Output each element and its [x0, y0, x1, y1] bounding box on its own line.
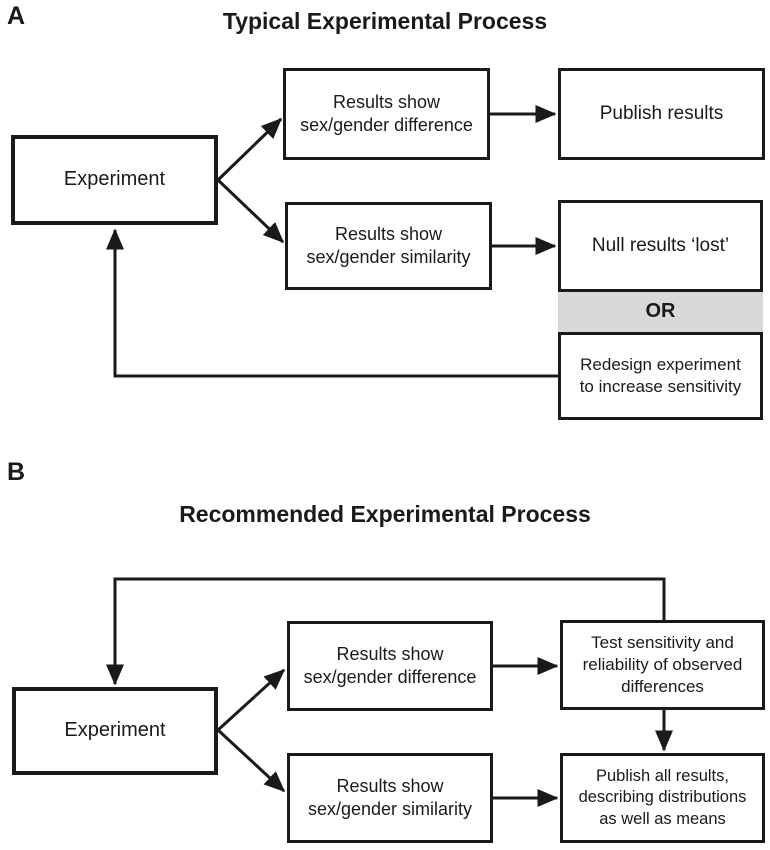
node-a-results-similarity: Results show sex/gender similarity — [285, 202, 492, 290]
node-a-results-difference: Results show sex/gender difference — [283, 68, 490, 160]
panel-a-title: Typical Experimental Process — [222, 8, 548, 34]
arrow-a-experiment-to-similarity — [216, 178, 285, 244]
node-a-redesign-experiment: Redesign experiment to increase sensitiv… — [558, 332, 763, 420]
panel-a-label: A — [7, 2, 26, 30]
arrow-a-experiment-to-difference — [216, 117, 283, 182]
or-separator-bar: OR — [558, 292, 763, 332]
node-a-publish-results: Publish results — [558, 68, 765, 160]
node-b-experiment: Experiment — [12, 687, 218, 775]
node-b-test-sensitivity: Test sensitivity and reliability of obse… — [560, 620, 765, 710]
arrow-b-experiment-to-similarity — [216, 728, 286, 793]
node-b-results-similarity: Results show sex/gender similarity — [287, 753, 493, 843]
panel-b-label: B — [7, 458, 26, 486]
node-b-results-difference: Results show sex/gender difference — [287, 621, 493, 711]
node-b-publish-all-results: Publish all results, describing distribu… — [560, 753, 765, 843]
arrow-b-experiment-to-difference — [216, 668, 286, 732]
node-a-null-results-lost: Null results ‘lost’ — [558, 200, 763, 292]
panel-b-title: Recommended Experimental Process — [179, 501, 591, 527]
node-a-experiment: Experiment — [11, 135, 218, 225]
